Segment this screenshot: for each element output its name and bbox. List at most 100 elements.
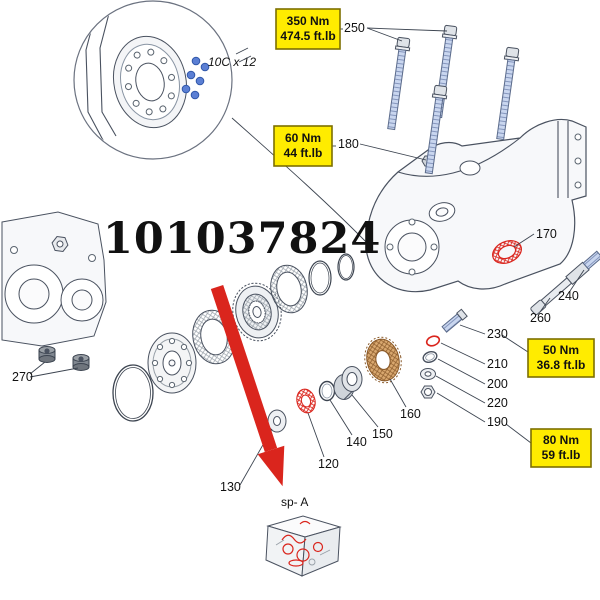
housing-bore-inner [397, 232, 427, 262]
left-housing-hole [88, 254, 96, 262]
washer-220 [420, 368, 436, 380]
ring-200 [422, 351, 438, 363]
seal-ring-170 [492, 240, 522, 264]
red-arrow-head [257, 445, 285, 487]
callout-160: 160 [400, 407, 421, 421]
torque-value: 350 Nm [287, 14, 330, 28]
leader-line [329, 399, 353, 436]
leader-line [501, 334, 529, 353]
ring-140 [318, 380, 336, 402]
callout-240: 240 [558, 289, 579, 303]
detail-drawing [85, 2, 210, 143]
flange-face [113, 35, 187, 129]
leader-line [366, 27, 403, 42]
callout-230: 230 [487, 327, 508, 341]
bore-bolt-hole [386, 243, 394, 251]
housing-edge-line [99, 2, 117, 137]
torque-box-80: 80 Nm 59 ft.lb [530, 428, 592, 468]
spare-box-label: sp- A [281, 495, 308, 509]
callout-190: 190 [487, 415, 508, 429]
washer-130 [267, 409, 287, 433]
o-ring-small [337, 253, 355, 281]
leader-line [437, 358, 486, 385]
leader-line [539, 297, 551, 313]
left-bore-large-inner [18, 278, 50, 310]
leader-line [459, 324, 486, 335]
leader-line [351, 394, 379, 428]
flange-holes [151, 337, 193, 389]
leader-line [436, 392, 486, 423]
hex-plug-top [51, 235, 69, 253]
torque-box-rect [530, 428, 592, 468]
leader-line [513, 233, 535, 248]
detail-circle-view: 10C x 12 [73, 0, 373, 249]
callout-170: 170 [536, 227, 557, 241]
stud-230 [441, 308, 468, 333]
leader-line [29, 367, 79, 378]
bore-bolt-hole [408, 218, 416, 226]
callout-130: 130 [220, 480, 241, 494]
callout-120: 120 [318, 457, 339, 471]
plug-270-b [72, 354, 90, 371]
callout-250: 250 [344, 21, 365, 35]
leader-line [505, 423, 532, 444]
leader-line [569, 269, 585, 292]
housing-boss [459, 160, 481, 176]
exploded-parts-chain [112, 253, 402, 433]
spare-parts-gray-details [275, 539, 331, 566]
bore-bolt-hole [408, 268, 416, 276]
left-housing [1, 211, 107, 371]
leader-line [440, 342, 486, 365]
callout-220: 220 [487, 396, 508, 410]
left-bore-small-inner [71, 289, 93, 311]
bolts-250 [387, 24, 520, 175]
torque-box-rect [275, 8, 341, 50]
torque-value: 60 Nm [285, 131, 321, 145]
torque-box-rect [527, 338, 595, 378]
gear-160-tan [364, 336, 402, 384]
leader-line [389, 378, 407, 408]
flange-hole [574, 133, 582, 141]
o-ring-medium [308, 260, 332, 296]
bearing-race-hatched [270, 264, 308, 314]
flange-hole [574, 157, 582, 165]
leader-line [359, 143, 427, 161]
flange-bore [135, 62, 165, 102]
detail-leader-curve [231, 117, 373, 249]
callout-210: 210 [487, 357, 508, 371]
part-number-text: 101037824 [103, 214, 381, 264]
torque-box-rect [273, 125, 333, 167]
red-arrow [210, 284, 285, 487]
box-right-face [301, 526, 341, 577]
bolt [496, 46, 520, 141]
callout-140: 140 [346, 435, 367, 449]
plug-270-a [38, 346, 56, 363]
detail-count-label: 10C x 12 [208, 55, 256, 69]
torque-value-imperial: 44 ft.lb [284, 146, 323, 160]
torque-box-60: 60 Nm 44 ft.lb [273, 125, 333, 167]
torque-box-50: 50 Nm 36.8 ft.lb [527, 338, 595, 378]
seal-ring-170-red [492, 240, 522, 264]
callout-labels: 250 180 170 240 260 230 210 200 220 190 … [12, 21, 579, 494]
break-mark [238, 55, 252, 63]
housing-opening [428, 202, 456, 222]
housing-contour [397, 137, 521, 177]
flange-hole [574, 181, 582, 189]
leader-line [307, 412, 325, 458]
leader-line [29, 361, 46, 375]
spare-parts-box: sp- A [265, 495, 342, 577]
spare-parts-red-highlights [281, 520, 324, 567]
leader-line [435, 375, 486, 404]
bore-bolt-hole [430, 243, 438, 251]
torque-value: 50 Nm [543, 343, 579, 357]
brake-disc-flange [147, 332, 197, 394]
main-housing [365, 118, 587, 293]
seal-ring-120-red [296, 388, 316, 414]
break-mark [235, 47, 249, 55]
o-ring-large [112, 364, 154, 422]
torque-box-350: 350 Nm 474.5 ft.lb [275, 8, 341, 50]
left-housing-hole [10, 246, 18, 254]
callout-200: 200 [487, 377, 508, 391]
